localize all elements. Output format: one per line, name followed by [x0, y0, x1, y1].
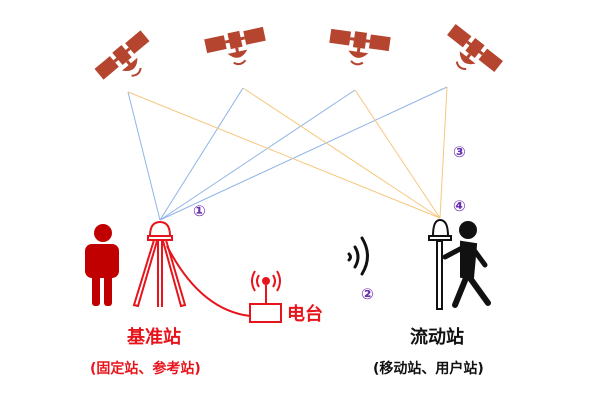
base-station-title: 基准站	[127, 327, 181, 348]
satellite-icon	[434, 21, 506, 88]
satellite-icon	[202, 24, 271, 72]
marker-2: ②	[361, 285, 374, 303]
radio-icon	[249, 270, 282, 323]
satellite-icon	[325, 26, 393, 70]
walking-person-icon	[442, 221, 491, 308]
base-receiver-icon	[132, 220, 251, 317]
base-station-subtitle: (固定站、参考站)	[90, 361, 201, 377]
marker-4: ④	[453, 197, 466, 215]
marker-3: ③	[453, 143, 466, 161]
rover-receiver-icon	[428, 218, 452, 310]
person-icon	[85, 224, 119, 306]
radio-label: 电台	[287, 304, 323, 325]
rover-station-title: 流动站	[410, 327, 464, 348]
satellite-icon	[92, 28, 163, 95]
marker-1: ①	[193, 202, 206, 220]
wireless-signal-icon	[347, 236, 369, 276]
signal-lines-to-base	[127, 86, 448, 221]
signal-lines-to-rover	[127, 86, 448, 219]
rover-station-subtitle: (移动站、用户站)	[373, 361, 484, 377]
